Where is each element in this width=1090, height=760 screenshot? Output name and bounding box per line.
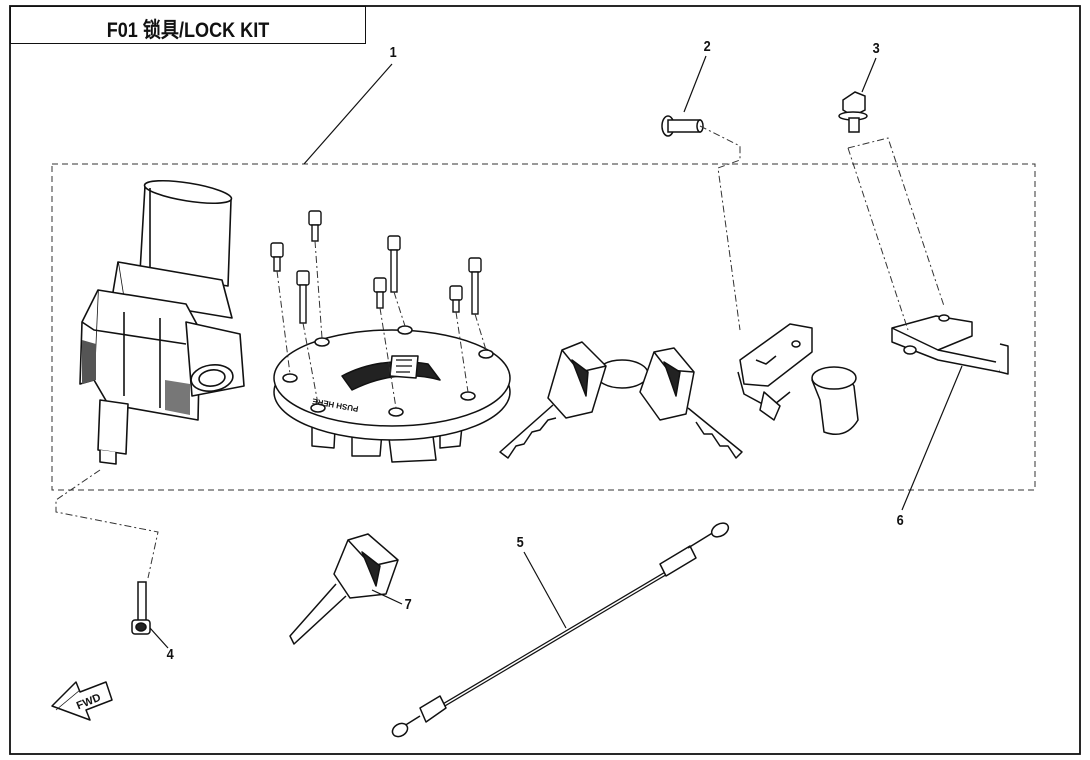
bracket-part-6 xyxy=(891,314,1009,375)
leader-5 xyxy=(523,551,567,629)
outer-border xyxy=(9,5,1081,755)
leader-6 xyxy=(901,365,963,511)
callout-6: 6 xyxy=(896,512,904,529)
callout-1: 1 xyxy=(389,44,397,61)
page-title: F01 锁具/LOCK KIT xyxy=(106,19,270,42)
callout-3: 3 xyxy=(872,40,880,57)
bolt-part-2 xyxy=(661,115,704,137)
leader-1 xyxy=(303,63,393,165)
cap-bolt xyxy=(296,270,310,324)
cap-bolt xyxy=(387,235,401,293)
leader-3 xyxy=(861,57,877,93)
bolt-guide-lines xyxy=(276,240,487,409)
fwd-arrow-icon xyxy=(51,681,113,721)
ignition-switch xyxy=(79,179,245,465)
leader-lines xyxy=(149,55,963,649)
bracket-part-2 xyxy=(737,323,859,435)
cap-bolt xyxy=(270,242,284,272)
cap-bolts xyxy=(270,210,482,324)
bolt-3-guide xyxy=(847,137,945,331)
callout-5: 5 xyxy=(516,534,524,551)
bolt-part-3 xyxy=(838,91,868,133)
key-pair xyxy=(499,341,743,459)
kit-group-boundary xyxy=(51,163,1036,491)
spare-key-part-7 xyxy=(289,533,399,645)
callout-2: 2 xyxy=(703,38,711,55)
title-box: F01 锁具/LOCK KIT xyxy=(10,6,366,44)
fuel-cap-assembly xyxy=(273,325,511,463)
leader-2 xyxy=(683,55,707,113)
callout-4: 4 xyxy=(166,646,174,663)
bolt-part-4 xyxy=(131,581,151,635)
bolt-2-guide xyxy=(699,125,741,331)
cap-bolt xyxy=(468,257,482,315)
cap-bolt xyxy=(449,285,463,313)
cable-part-5 xyxy=(391,522,730,738)
cap-bolt xyxy=(373,277,387,309)
bolt-4-guide xyxy=(55,469,159,579)
leader-7 xyxy=(371,589,403,605)
leader-4 xyxy=(149,627,169,649)
callout-7: 7 xyxy=(404,596,412,613)
cap-bolt xyxy=(308,210,322,242)
